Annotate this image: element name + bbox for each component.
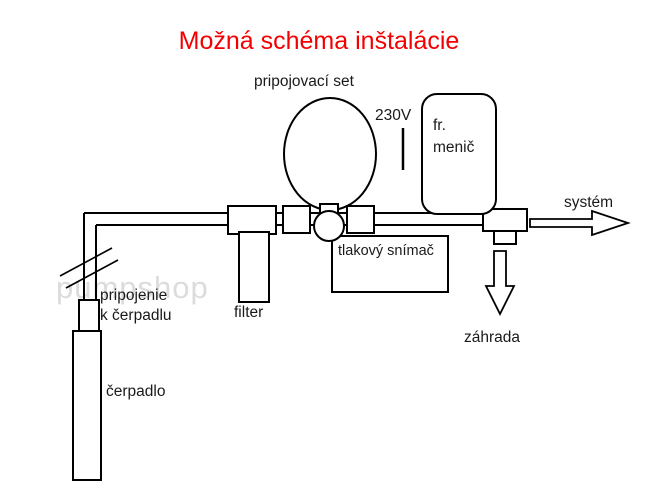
- pump-body: [72, 330, 102, 481]
- valve-circle: [313, 210, 345, 242]
- filter-bowl: [238, 231, 270, 303]
- garden-arrow-icon: [484, 250, 516, 317]
- frequency-converter-box: fr. menič: [421, 93, 497, 215]
- label-pump: čerpadlo: [106, 383, 166, 400]
- label-connection-set: pripojovací set: [254, 73, 354, 90]
- tee-stub: [493, 230, 517, 245]
- frequency-converter-label-line1: fr.: [433, 117, 446, 134]
- fitting-block-right: [346, 205, 375, 234]
- label-garden: záhrada: [464, 329, 521, 346]
- page-title: Možná schéma inštalácie: [178, 27, 460, 55]
- pipe-union-slash-2: [65, 259, 119, 289]
- label-system: systém: [564, 194, 614, 211]
- fitting-block-left: [282, 205, 311, 234]
- pump-connector: [78, 299, 100, 332]
- label-pressure-sensor: tlakový snímač: [338, 243, 434, 259]
- pipe-union-slash-1: [59, 247, 113, 277]
- pressure-vessel-ellipse: [283, 97, 377, 211]
- label-pump-connection-line2: k čerpadlu: [100, 307, 172, 324]
- label-filter: filter: [234, 304, 264, 321]
- frequency-converter-label-line2: menič: [433, 139, 475, 157]
- label-voltage: 230V: [375, 107, 412, 124]
- pressure-sensor-box: [331, 235, 449, 293]
- label-pump-connection-line1: pripojenie: [100, 287, 168, 304]
- filter-head-fitting: [227, 205, 277, 235]
- system-arrow-icon: [529, 209, 631, 237]
